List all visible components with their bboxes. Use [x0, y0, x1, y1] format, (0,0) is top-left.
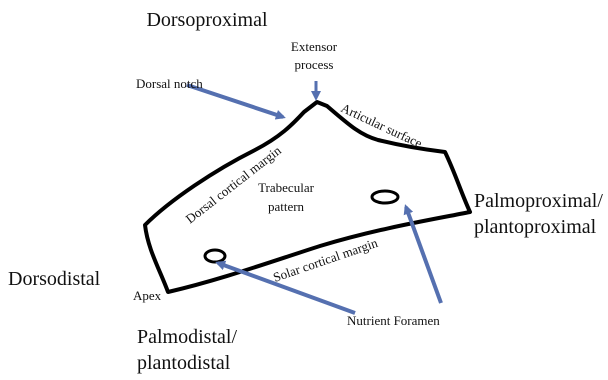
label-trabecular-line1: Trabecular — [258, 180, 315, 195]
label-dorsal-notch: Dorsal notch — [136, 76, 203, 91]
label-dorsoproximal: Dorsoproximal — [146, 9, 268, 31]
label-dorsodistal: Dorsodistal — [8, 268, 101, 290]
label-palmodistal-line2: plantodistal — [137, 352, 231, 374]
label-palmoproximal-line2: plantoproximal — [474, 216, 597, 238]
nutrient-foramen-upper — [372, 191, 398, 203]
label-palmodistal-line1: Palmodistal/ — [137, 326, 237, 348]
label-palmoproximal-line1: Palmoproximal/ — [474, 190, 603, 212]
label-trabecular-line2: pattern — [268, 199, 305, 214]
label-nutrient-foramen: Nutrient Foramen — [347, 313, 440, 328]
label-extensor-process-line2: process — [295, 57, 334, 72]
label-extensor-process-line1: Extensor — [291, 39, 338, 54]
label-apex: Apex — [133, 288, 162, 303]
nutrient-foramen-lower — [205, 250, 225, 262]
